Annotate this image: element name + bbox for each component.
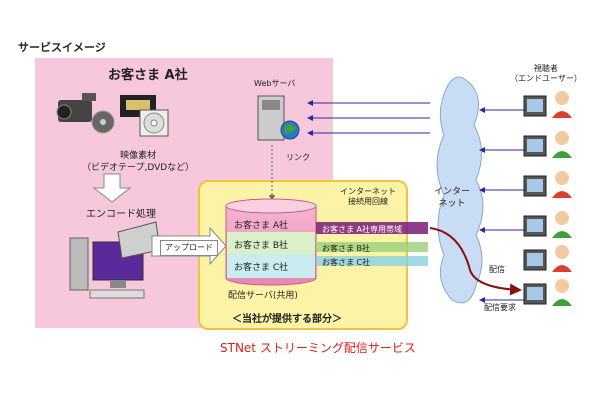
upload-label: アップロード [160,240,218,256]
computer-icon [69,237,145,299]
viewers-label-2: （エンドユーザー） [510,74,582,83]
band-label-a: お客さま A社専用帯域 [322,225,403,234]
viewers-label: 視聴者 （エンドユーザー） [510,64,582,84]
db-customer-b: お客さま B社 [234,241,289,251]
client-name: お客さま A社 [108,68,188,83]
web-server-label: Webサーバ [254,79,296,88]
film-reel-icon [91,110,115,134]
delivery-server-db [225,198,317,286]
db-customer-a: お客さま A社 [234,221,289,231]
internet-cloud-icon [436,76,484,304]
media-label-line2: （ビデオテープ,DVDなど） [82,163,195,173]
down-arrow-icon [92,173,132,203]
viewers-label-1: 視聴者 [533,64,558,73]
internet-label-2: ネット [438,199,466,209]
band-b [316,242,428,252]
deliver-label: 配信 [489,265,505,274]
link-label: リンク [286,153,310,162]
band-a [316,222,428,234]
video-camera-icon [56,93,96,122]
band-c [316,256,428,266]
internet-line-label-1: インターネット [340,187,396,196]
encode-label: エンコード処理 [86,209,156,220]
delivery-server-caption: 配信サーバ(共用) [228,291,298,301]
internet-line-label: インターネット 接続用回線 [340,187,396,207]
dvd-icon [139,109,169,137]
service-caption: STNet ストリーミング配信サービス [220,341,416,355]
db-customer-c: お客さま C社 [234,263,289,273]
band-label-b: お客さま B社 [322,244,371,253]
internet-label: インター ネット [434,186,470,210]
provided-caption: ＜当社が提供する部分＞ [232,314,342,325]
media-label-line1: 映像素材 [120,151,157,161]
delivery-arrow [429,227,522,296]
page-title: サービスイメージ [18,41,106,54]
viewer-icons [523,91,572,306]
request-label: 配信要求 [484,303,516,312]
band-label-c: お客さま C社 [322,258,371,267]
internet-label-1: インター [434,187,471,197]
web-server-icon [257,95,300,141]
internet-line-label-2: 接続用回線 [348,197,388,206]
media-label: 映像素材 （ビデオテープ,DVDなど） [82,150,194,174]
